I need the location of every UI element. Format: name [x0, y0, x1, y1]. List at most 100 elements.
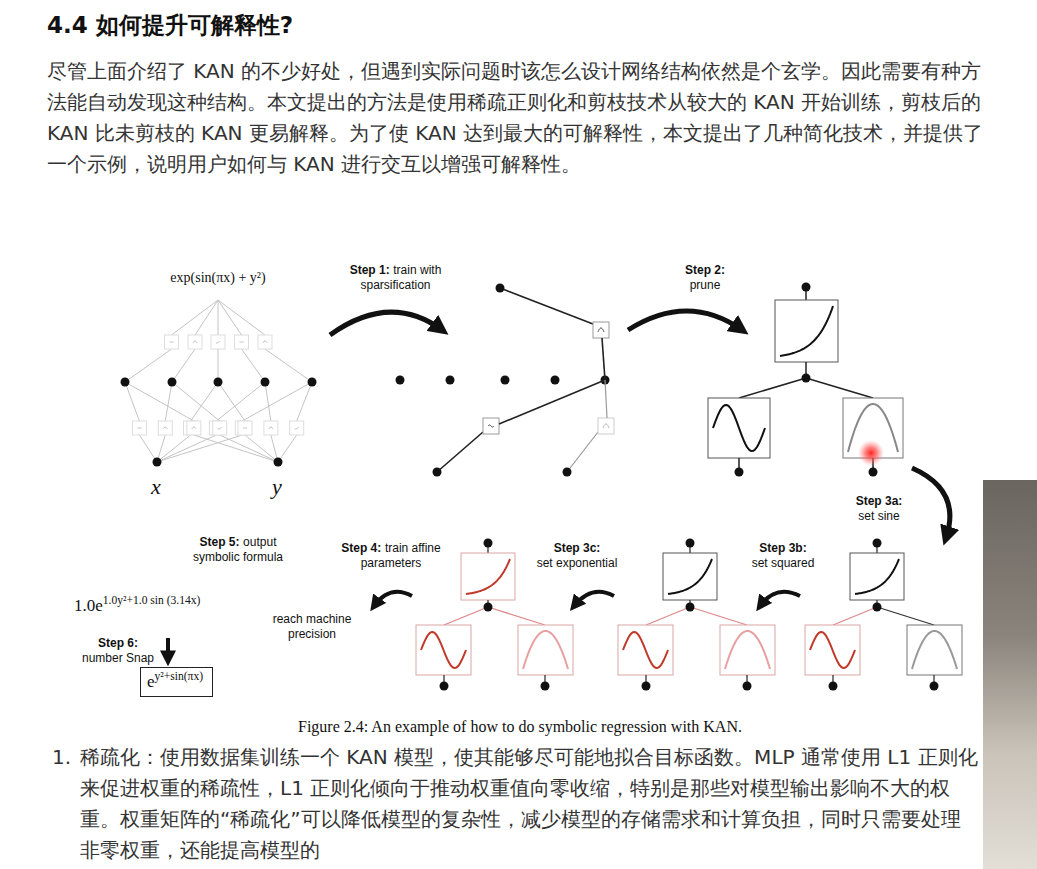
body-text: 稀疏化：使用数据集训练一个 KAN 模型，使其能够尽可能地拟合目标函数。MLP … [80, 745, 978, 862]
activation-box [187, 421, 201, 435]
network-edge [833, 607, 877, 625]
network-node-dot [261, 378, 270, 387]
network-edge [242, 349, 266, 382]
activation-curve [137, 428, 141, 429]
network-node-dot [153, 458, 162, 467]
activation-box [663, 553, 717, 600]
step-label: set sine [858, 509, 899, 523]
text-group: 1. [52, 742, 76, 773]
activation-box [132, 421, 146, 435]
step-arrow [912, 468, 950, 538]
network-node-dot [214, 378, 223, 387]
network-node-dot [501, 376, 510, 385]
activation-box [708, 398, 770, 458]
network-edge [739, 378, 806, 398]
network-edge [165, 382, 172, 421]
network-node-dot [396, 376, 405, 385]
network-edge [172, 349, 195, 382]
activation-curve [598, 328, 604, 332]
network-edge [605, 380, 607, 418]
text-group: Step 6:number Snap [76, 636, 160, 666]
network-node-dot [308, 378, 317, 387]
network-node-dot [484, 603, 493, 612]
text-group: 尽管上面介绍了 KAN 的不少好处，但遇到实际问题时该怎么设计网络结构依然是个玄… [47, 56, 997, 180]
step-number: Step 3b: [738, 541, 828, 556]
step-arrow [166, 638, 170, 660]
text-group: x [151, 474, 165, 500]
network-node-dot [829, 682, 838, 691]
network-node-dot [642, 682, 651, 691]
network-edge [265, 349, 312, 382]
network-edge [242, 382, 312, 421]
network-node-dot [930, 682, 939, 691]
activation-box [850, 553, 904, 600]
network-edge [218, 300, 265, 335]
activation-curve [269, 427, 273, 429]
activation-box [907, 625, 962, 675]
network-edge [220, 435, 278, 462]
activation-box [720, 625, 775, 675]
activation-curve [295, 427, 299, 429]
text-group: Step 3a:set sine [848, 494, 910, 524]
body-text: 1. [52, 745, 71, 769]
network-edge [297, 382, 312, 421]
formula-text: exp(sin(πx) + y²) [170, 270, 265, 285]
activation-curve [263, 341, 267, 343]
formula-text: y²+sin(πx) [155, 670, 204, 683]
activation-box [805, 625, 860, 675]
activation-box [518, 625, 573, 675]
network-edge [488, 607, 545, 625]
text-group: 1.0e1.0y²+1.0 sin (3.14x) [74, 594, 244, 616]
network-node-dot [873, 539, 882, 548]
formula-text: y [272, 474, 282, 499]
activation-box [188, 335, 202, 349]
network-node-dot [496, 284, 505, 293]
activation-curve [668, 559, 712, 594]
activation-box [238, 421, 252, 435]
step-number: Step 4: [341, 541, 381, 555]
network-edge [877, 607, 934, 625]
network-edge [218, 349, 219, 382]
network-edge [499, 380, 605, 424]
text-group: Step 4:train affine parameters [335, 541, 447, 571]
step-label: set squared [752, 556, 815, 570]
activation-curve [466, 559, 510, 594]
network-node-dot [484, 539, 493, 548]
formula-text: 1.0e [74, 596, 103, 615]
step-label: reach machine precision [273, 612, 352, 641]
step-label: prune [690, 278, 721, 292]
activation-curve [421, 632, 466, 668]
network-edge [218, 300, 242, 335]
activation-curve [243, 428, 247, 429]
text-group: y [272, 474, 286, 500]
network-edge [500, 288, 593, 324]
activation-box [461, 553, 515, 600]
network-node-dot [541, 682, 550, 691]
activation-curve [192, 427, 196, 429]
activation-curve [725, 631, 770, 669]
activation-curve [523, 631, 568, 669]
activation-box [598, 418, 614, 434]
text-group: exp(sin(πx) + y²) [138, 270, 298, 286]
network-edge [265, 382, 271, 421]
activation-box [290, 421, 304, 435]
result-formula-box: ey²+sin(πx) [140, 667, 213, 697]
text-group: Step 3b:set squared [738, 541, 828, 571]
network-edge [191, 382, 218, 421]
network-node-dot [433, 468, 442, 477]
network-edge [278, 435, 297, 462]
network-node-dot [686, 603, 695, 612]
network-edge [218, 382, 245, 421]
text-group: 稀疏化：使用数据集训练一个 KAN 模型，使其能够尽可能地拟合目标函数。MLP … [80, 742, 980, 866]
network-node-dot [563, 468, 572, 477]
activation-box [165, 335, 179, 349]
network-node-dot [121, 378, 130, 387]
activation-curve [810, 632, 855, 668]
step-number: Step 3a: [848, 494, 910, 509]
figure-caption: Figure 2.4: An example of how to do symb… [120, 718, 920, 736]
step-number: Step 1: [350, 263, 390, 277]
activation-box [483, 418, 499, 434]
activation-curve [170, 342, 174, 343]
network-node-dot [869, 468, 878, 477]
